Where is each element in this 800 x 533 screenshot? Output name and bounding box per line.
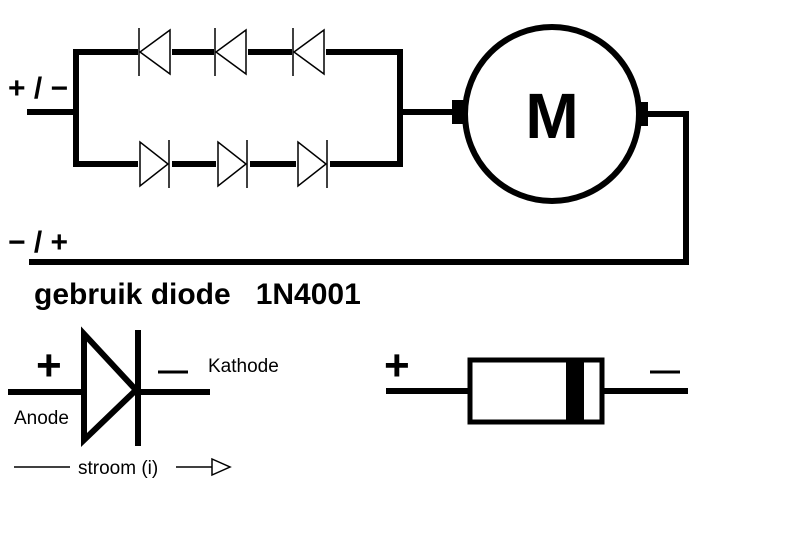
- diode-package-cathode-band: [566, 360, 584, 422]
- diode-package-legend: + —: [384, 341, 688, 425]
- diode-bottom-3: [296, 140, 330, 188]
- current-label: stroom (i): [78, 458, 158, 479]
- kathode-label: Kathode: [208, 356, 279, 377]
- diode-top-3: [292, 28, 326, 76]
- symbol-minus-label: —: [158, 354, 188, 387]
- diode-top-2: [214, 28, 248, 76]
- return-wire: [29, 111, 689, 265]
- current-arrow-icon: [211, 457, 232, 477]
- diode-top-1: [138, 28, 172, 76]
- input-polarity-label-top: + / −: [8, 72, 68, 105]
- package-minus-label: —: [650, 354, 680, 387]
- diode-type-note: gebruik diode 1N4001: [34, 278, 361, 311]
- anode-label: Anode: [14, 408, 69, 429]
- current-direction: stroom (i): [14, 457, 232, 479]
- bottom-diode-string: [138, 140, 330, 188]
- motor-body: [462, 24, 642, 204]
- diode-symbol-legend: + — Anode Kathode: [8, 326, 279, 448]
- motor-label: M: [525, 80, 578, 152]
- diode-symbol-triangle: [81, 326, 141, 448]
- diode-bottom-2: [216, 140, 250, 188]
- motor: M: [452, 24, 648, 204]
- top-diode-string: [138, 28, 326, 76]
- symbol-plus-label: +: [36, 341, 62, 390]
- diode-bottom-1: [138, 140, 172, 188]
- input-polarity-label-bottom: − / +: [8, 226, 68, 259]
- package-plus-label: +: [384, 341, 410, 390]
